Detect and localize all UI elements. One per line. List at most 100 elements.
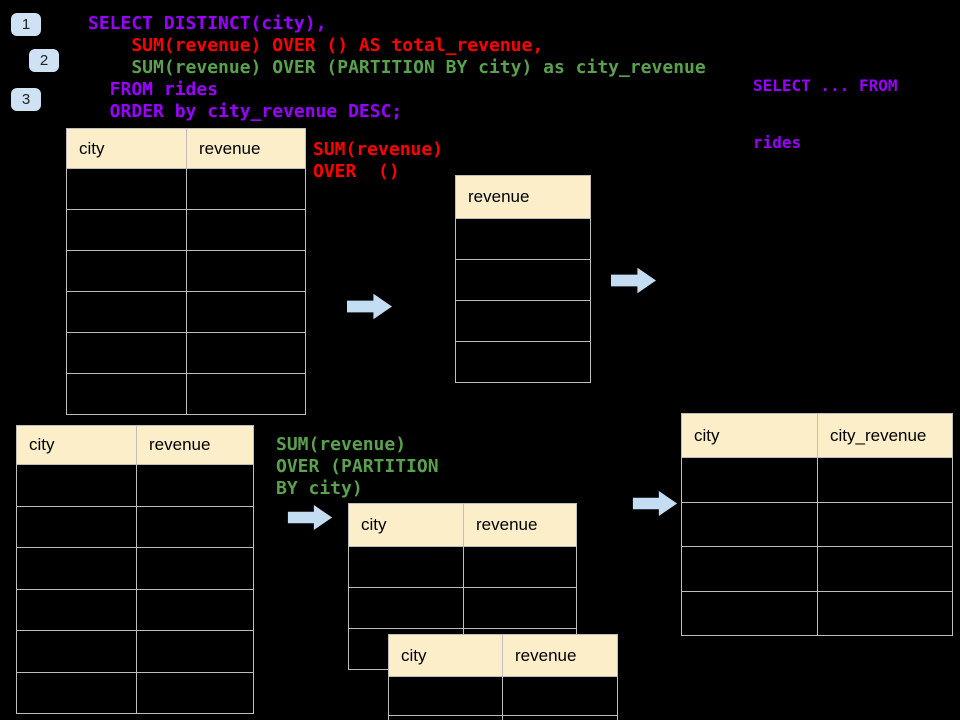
table-row: [456, 260, 591, 301]
table-row: [17, 548, 254, 590]
table-row: [67, 333, 306, 374]
table-cell: [456, 342, 591, 383]
table-cell: [818, 591, 953, 636]
step-badge-2: 2: [29, 49, 59, 72]
header-cell-revenue: revenue: [187, 129, 306, 169]
table-row: [682, 591, 953, 636]
table-cell: [349, 588, 464, 629]
table-cell: [137, 672, 254, 714]
over-all-annotation-line1: SUM(revenue): [313, 139, 444, 160]
table-cell: [682, 547, 818, 592]
table-cell: [187, 169, 306, 210]
header-cell-city: city: [349, 504, 464, 547]
table-cell: [682, 502, 818, 547]
table-cell: [389, 716, 503, 720]
table-cell: [818, 502, 953, 547]
side-note: SELECT ... FROM rides: [753, 38, 898, 190]
header-cell-city: city: [389, 635, 503, 677]
over-partition-annotation-line3: BY city): [276, 478, 363, 499]
table-cell: [187, 251, 306, 292]
over-partition-annotation-line2: OVER (PARTITION: [276, 456, 439, 477]
table-cell: [349, 547, 464, 588]
table-row: [17, 672, 254, 714]
table-header-row: city revenue: [67, 129, 306, 169]
table-cell: [67, 169, 187, 210]
arrow-right-icon: [287, 505, 333, 530]
table-cell: [187, 333, 306, 374]
table-cell: [17, 506, 137, 548]
table-row: [67, 210, 306, 251]
table-cell: [17, 548, 137, 590]
sql-line-from: FROM rides: [88, 79, 219, 100]
table-partition-back: city revenue: [388, 634, 618, 720]
table-cell: [187, 374, 306, 415]
table-row: [67, 251, 306, 292]
table-row: [17, 465, 254, 507]
table-row: [389, 677, 618, 716]
side-note-line2: rides: [753, 133, 802, 152]
table-row: [682, 502, 953, 547]
table-cell: [17, 465, 137, 507]
table-cell: [464, 547, 577, 588]
sql-line-order: ORDER by city_revenue DESC;: [88, 101, 403, 122]
table-total-revenue: revenue: [455, 175, 591, 383]
sql-line-window-partition: SUM(revenue) OVER (PARTITION BY city) as…: [88, 57, 706, 78]
header-cell-revenue: revenue: [503, 635, 618, 677]
table-input-bottom: city revenue: [16, 425, 254, 714]
header-cell-revenue: revenue: [464, 504, 577, 547]
table-cell: [137, 589, 254, 631]
table-row: [17, 589, 254, 631]
table-cell: [456, 260, 591, 301]
table-cell: [67, 251, 187, 292]
table-header-row: city revenue: [389, 635, 618, 677]
table-cell: [187, 292, 306, 333]
side-note-line1: SELECT ... FROM: [753, 76, 898, 95]
header-cell-city: city: [17, 426, 137, 465]
arrow-right-icon: [347, 293, 392, 320]
table-cell: [67, 374, 187, 415]
table-row: [682, 547, 953, 592]
table-row: [17, 506, 254, 548]
over-partition-annotation-line1: SUM(revenue): [276, 434, 407, 455]
step-badge-1: 1: [11, 13, 41, 36]
table-cell: [67, 210, 187, 251]
table-row: [67, 169, 306, 210]
table-cell: [818, 547, 953, 592]
sql-line-select: SELECT DISTINCT(city),: [88, 13, 327, 34]
step-badge-3: 3: [11, 88, 41, 111]
table-cell: [464, 588, 577, 629]
table-cell: [67, 333, 187, 374]
table-cell: [389, 677, 503, 716]
table-cell: [137, 506, 254, 548]
table-row: [456, 342, 591, 383]
table-cell: [187, 210, 306, 251]
table-header-row: city revenue: [349, 504, 577, 547]
over-partition-annotation: SUM(revenue) OVER (PARTITION BY city): [276, 434, 439, 500]
table-row: [349, 588, 577, 629]
header-cell-revenue: revenue: [137, 426, 254, 465]
table-cell: [17, 589, 137, 631]
arrow-right-icon: [611, 267, 656, 294]
table-cell: [17, 672, 137, 714]
table-header-row: city city_revenue: [682, 414, 953, 458]
over-all-annotation: SUM(revenue) OVER (): [313, 139, 443, 183]
table-row: [67, 374, 306, 415]
table-cell: [682, 591, 818, 636]
table-row: [67, 292, 306, 333]
table-cell: [818, 458, 953, 503]
table-cell: [503, 716, 618, 720]
header-cell-city-revenue: city_revenue: [818, 414, 953, 458]
header-cell-city: city: [682, 414, 818, 458]
table-row: [682, 458, 953, 503]
sql-code-block: SELECT DISTINCT(city), SUM(revenue) OVER…: [88, 13, 706, 123]
table-cell: [137, 631, 254, 673]
table-cell: [137, 548, 254, 590]
arrow-right-icon: [632, 491, 678, 516]
table-row: [17, 631, 254, 673]
table-row: [349, 547, 577, 588]
table-header-row: city revenue: [17, 426, 254, 465]
table-cell: [137, 465, 254, 507]
table-row: [456, 219, 591, 260]
table-row: [456, 301, 591, 342]
table-cell: [456, 219, 591, 260]
